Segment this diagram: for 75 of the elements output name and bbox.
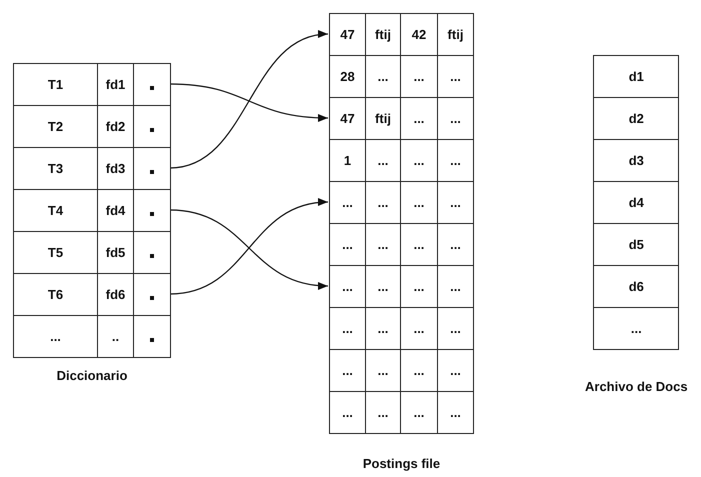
- table-cell: ...: [401, 392, 438, 434]
- table-caption: Postings file: [362, 456, 440, 471]
- table-cell: ...: [438, 98, 474, 140]
- table-cell: ...: [401, 56, 438, 98]
- table-cell: ...: [438, 182, 474, 224]
- table-cell: ...: [438, 266, 474, 308]
- pointer-cell: [134, 190, 171, 232]
- table-cell: fd5: [98, 232, 134, 274]
- table-cell: ftij: [366, 98, 401, 140]
- table-cell: ...: [401, 182, 438, 224]
- table-cell: T6: [14, 274, 98, 316]
- table-cell: ...: [401, 98, 438, 140]
- table-cell: d4: [594, 182, 680, 224]
- table-cell: ...: [438, 56, 474, 98]
- table-cell: ...: [366, 266, 401, 308]
- table-cell: ...: [330, 266, 366, 308]
- table-cell: ...: [401, 224, 438, 266]
- table-cell: 42: [401, 14, 438, 56]
- table-cell: ...: [438, 224, 474, 266]
- table-cell: ...: [366, 56, 401, 98]
- table-cell: fd1: [98, 64, 134, 106]
- table-cell: ...: [438, 350, 474, 392]
- table-cell: T4: [14, 190, 98, 232]
- table-cell: d5: [594, 224, 680, 266]
- table-cell: ftij: [366, 14, 401, 56]
- table-cell: ...: [366, 140, 401, 182]
- table-cell: 1: [330, 140, 366, 182]
- table-cell: T2: [14, 106, 98, 148]
- pointer-cell: [134, 106, 171, 148]
- table-cell: d6: [594, 266, 680, 308]
- table-cell: ...: [438, 308, 474, 350]
- table-cell: ...: [330, 392, 366, 434]
- table-cell: fd6: [98, 274, 134, 316]
- table-cell: T3: [14, 148, 98, 190]
- table-cell: 28: [330, 56, 366, 98]
- table-cell: ...: [401, 350, 438, 392]
- table-cell: ...: [401, 266, 438, 308]
- arrow: [170, 209, 328, 290]
- table-cell: ...: [330, 350, 366, 392]
- pointer-cell: [134, 232, 171, 274]
- arrow: [170, 199, 328, 295]
- table-caption: Archivo de Docs: [585, 379, 688, 394]
- table-cell: ...: [438, 392, 474, 434]
- table-cell: fd2: [98, 106, 134, 148]
- table-cell: ...: [366, 224, 401, 266]
- table-cell: 47: [330, 98, 366, 140]
- table-cell: T1: [14, 64, 98, 106]
- pointer-cell: [134, 148, 171, 190]
- table-cell: ...: [594, 308, 680, 350]
- table-cell: ..: [98, 316, 134, 358]
- table-cell: ...: [438, 140, 474, 182]
- pointer-cell: [134, 274, 171, 316]
- table-cell: ...: [330, 308, 366, 350]
- table-cell: d2: [594, 98, 680, 140]
- pointer-cell: [134, 64, 171, 106]
- table-cell: ...: [366, 392, 401, 434]
- arrow: [170, 83, 328, 122]
- table-cell: fd4: [98, 190, 134, 232]
- table-cell: ftij: [438, 14, 474, 56]
- table-caption: Diccionario: [56, 368, 128, 383]
- table-cell: 47: [330, 14, 366, 56]
- arrow: [170, 31, 328, 169]
- table-cell: ...: [330, 224, 366, 266]
- table-cell: T5: [14, 232, 98, 274]
- table-cell: d3: [594, 140, 680, 182]
- table-cell: ...: [366, 308, 401, 350]
- table-cell: fd3: [98, 148, 134, 190]
- pointer-cell: [134, 316, 171, 358]
- table-cell: ...: [330, 182, 366, 224]
- table-cell: d1: [594, 56, 680, 98]
- table-cell: ...: [401, 308, 438, 350]
- table-cell: ...: [366, 182, 401, 224]
- table-cell: ...: [401, 140, 438, 182]
- table-cell: ...: [14, 316, 98, 358]
- table-cell: ...: [366, 350, 401, 392]
